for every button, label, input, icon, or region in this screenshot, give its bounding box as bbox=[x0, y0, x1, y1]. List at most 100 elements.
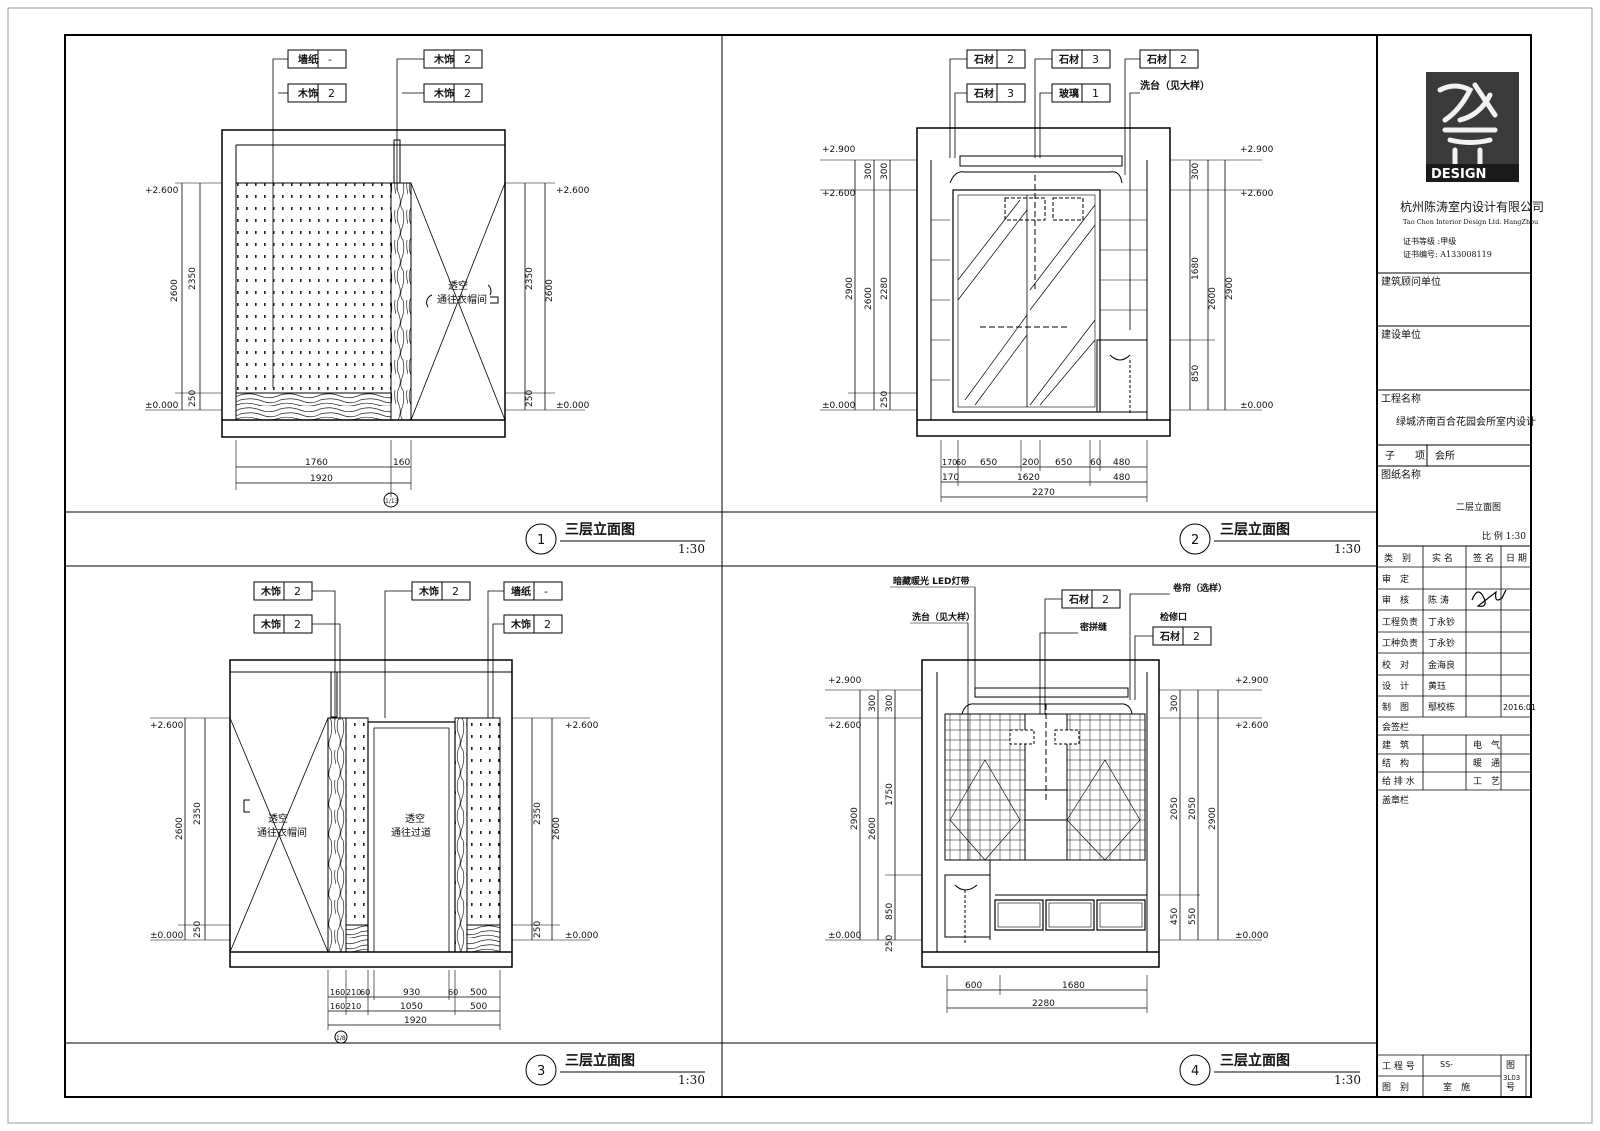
svg-text:+2.600: +2.600 bbox=[565, 721, 599, 731]
svg-text:200: 200 bbox=[1022, 458, 1039, 468]
svg-text:给 排 水: 给 排 水 bbox=[1382, 775, 1415, 787]
svg-text:洗台（见大样）: 洗台（见大样） bbox=[1140, 79, 1210, 92]
wallpaper-panel bbox=[235, 182, 392, 394]
svg-text:卷帘（选样）: 卷帘（选样） bbox=[1172, 582, 1227, 594]
svg-text:石材: 石材 bbox=[1146, 53, 1167, 66]
material-tag: 木饰 2 bbox=[423, 49, 483, 69]
svg-text:图 别: 图 别 bbox=[1382, 1082, 1409, 1093]
svg-text:±0.000: ±0.000 bbox=[822, 401, 856, 411]
svg-text:60: 60 bbox=[448, 988, 458, 997]
svg-text:300: 300 bbox=[880, 163, 890, 180]
svg-text:480: 480 bbox=[1113, 458, 1130, 468]
svg-text:2600: 2600 bbox=[864, 287, 874, 310]
svg-text:丁永钞: 丁永钞 bbox=[1428, 616, 1455, 628]
svg-text:250: 250 bbox=[193, 921, 203, 938]
svg-text:1: 1 bbox=[1092, 87, 1099, 100]
view-title: 1 三层立面图 1:30 bbox=[525, 521, 705, 556]
svg-text:±0.000: ±0.000 bbox=[828, 931, 862, 941]
vanity-sink bbox=[1096, 339, 1148, 413]
material-tag: 木饰 2 bbox=[287, 83, 347, 103]
svg-text:600: 600 bbox=[965, 981, 982, 991]
svg-text:2: 2 bbox=[1102, 593, 1109, 606]
svg-text:建设单位: 建设单位 bbox=[1381, 328, 1421, 341]
svg-text:工 程 号: 工 程 号 bbox=[1382, 1061, 1415, 1072]
svg-text:1620: 1620 bbox=[1017, 473, 1040, 483]
svg-text:洗台（见大样）: 洗台（见大样） bbox=[912, 611, 975, 623]
svg-text:Tao Chen Interior Design Ltd.: Tao Chen Interior Design Ltd. HangZhou bbox=[1403, 218, 1538, 226]
svg-text:1/13: 1/13 bbox=[385, 498, 399, 505]
svg-text:+2.600: +2.600 bbox=[828, 721, 862, 731]
svg-text:2600: 2600 bbox=[868, 817, 878, 840]
svg-text:850: 850 bbox=[885, 903, 895, 920]
svg-text:审 定: 审 定 bbox=[1382, 573, 1409, 585]
company-logo: DESIGN bbox=[1426, 72, 1519, 182]
svg-text:1:30: 1:30 bbox=[1334, 542, 1361, 556]
view-title: 3 三层立面图 1:30 bbox=[525, 1052, 705, 1087]
svg-text:2600: 2600 bbox=[1208, 287, 1218, 310]
svg-text:丁永钞: 丁永钞 bbox=[1428, 637, 1455, 649]
svg-text:300: 300 bbox=[864, 163, 874, 180]
svg-text:2: 2 bbox=[328, 87, 335, 100]
svg-text:会所: 会所 bbox=[1435, 449, 1455, 462]
svg-text:850: 850 bbox=[1191, 365, 1201, 382]
svg-text:陈 涛: 陈 涛 bbox=[1428, 594, 1449, 606]
svg-text:绿城济南百合花园会所室内设计: 绿城济南百合花园会所室内设计 bbox=[1396, 415, 1536, 428]
vanity-sink bbox=[944, 874, 991, 938]
elevation-view-1: 墙纸 - 木饰 2 木饰 2 木饰 2 bbox=[145, 49, 705, 556]
svg-text:2350: 2350 bbox=[188, 267, 198, 290]
svg-text:2600: 2600 bbox=[545, 279, 555, 302]
material-tag: 玻璃 1 bbox=[1051, 83, 1111, 103]
svg-text:3: 3 bbox=[537, 1064, 545, 1079]
svg-text:三层立面图: 三层立面图 bbox=[1220, 521, 1290, 538]
svg-text:250: 250 bbox=[880, 391, 890, 408]
svg-text:通往衣帽间: 通往衣帽间 bbox=[257, 826, 307, 839]
svg-text:±0.000: ±0.000 bbox=[565, 931, 599, 941]
svg-text:±0.000: ±0.000 bbox=[1235, 931, 1269, 941]
outer-border bbox=[7, 7, 1593, 1124]
svg-text:1050: 1050 bbox=[400, 1002, 423, 1012]
svg-text:+2.600: +2.600 bbox=[1240, 189, 1274, 199]
svg-text:3: 3 bbox=[1007, 87, 1014, 100]
svg-text:300: 300 bbox=[885, 695, 895, 712]
svg-text:子 项: 子 项 bbox=[1385, 450, 1425, 462]
svg-text:3: 3 bbox=[1092, 53, 1099, 66]
svg-text:工 艺: 工 艺 bbox=[1473, 776, 1500, 787]
svg-text:170: 170 bbox=[942, 473, 959, 483]
glass-door bbox=[952, 189, 1101, 413]
svg-text:2900: 2900 bbox=[845, 277, 855, 300]
svg-text:会签栏: 会签栏 bbox=[1382, 721, 1409, 733]
svg-text:图: 图 bbox=[1506, 1060, 1515, 1071]
signature bbox=[1471, 589, 1507, 607]
svg-text:+2.900: +2.900 bbox=[828, 676, 862, 686]
svg-text:暗藏暖光 LED灯带: 暗藏暖光 LED灯带 bbox=[893, 575, 970, 587]
svg-text:检修口: 检修口 bbox=[1160, 611, 1187, 623]
svg-text:石材: 石材 bbox=[1159, 630, 1180, 643]
svg-text:2016.01: 2016.01 bbox=[1503, 703, 1536, 712]
svg-text:2: 2 bbox=[464, 53, 471, 66]
svg-text:暖 通: 暖 通 bbox=[1473, 757, 1500, 769]
svg-text:金海良: 金海良 bbox=[1428, 659, 1455, 671]
svg-text:工程负责: 工程负责 bbox=[1382, 616, 1418, 628]
svg-text:1920: 1920 bbox=[404, 1016, 427, 1026]
svg-text:室 施: 室 施 bbox=[1443, 1081, 1470, 1093]
title-block: DESIGN 杭州陈涛室内设计有限公司 Tao Chen Interior De… bbox=[1377, 72, 1544, 1097]
svg-text:制 图: 制 图 bbox=[1382, 701, 1409, 713]
svg-text:1:30: 1:30 bbox=[678, 1073, 705, 1087]
svg-text:-: - bbox=[328, 53, 332, 66]
svg-text:透空: 透空 bbox=[268, 812, 288, 825]
svg-text:2: 2 bbox=[294, 618, 301, 631]
svg-text:160: 160 bbox=[330, 988, 345, 997]
svg-text:证书编号: A133008119: 证书编号: A133008119 bbox=[1403, 249, 1492, 259]
svg-text:500: 500 bbox=[470, 988, 487, 998]
svg-text:密拼缝: 密拼缝 bbox=[1079, 621, 1107, 633]
svg-text:3L03: 3L03 bbox=[1503, 1074, 1520, 1082]
svg-text:+2.900: +2.900 bbox=[1240, 145, 1274, 155]
svg-text:±0.000: ±0.000 bbox=[1240, 401, 1274, 411]
svg-text:玻璃: 玻璃 bbox=[1059, 87, 1079, 100]
